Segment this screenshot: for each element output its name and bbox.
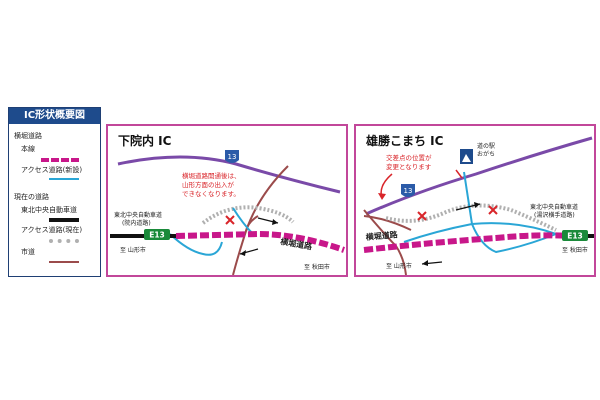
to-akita-label: 至 秋田市	[562, 246, 588, 254]
access-road-new-vertical	[463, 171, 473, 225]
route13-badge: 13	[401, 184, 415, 197]
panel-ogachi-komachi-ic: 13 道の駅 おがち 交差点の位置が 変更となります E13 横堀道路 東北中央…	[354, 124, 596, 277]
expressway-label-1: 東北中央自動車道	[530, 203, 578, 211]
note-line-2: 山形方面の出入が	[182, 180, 235, 189]
expressway-label-2: (院内道路)	[122, 219, 151, 227]
legend-item-city-road: 市道	[21, 248, 35, 256]
route13-badge: 13	[225, 150, 239, 163]
to-yamagata-label: 至 山形市	[386, 262, 412, 270]
e13-badge	[144, 229, 170, 240]
legend-item-access-current: アクセス道路(現在)	[21, 226, 83, 234]
note-line-2: 変更となります	[386, 162, 432, 171]
legend-item-access-new: アクセス道路(新設)	[21, 166, 83, 174]
expressway-label-1: 東北中央自動車道	[114, 211, 162, 219]
legend-swatch-mainline	[41, 158, 79, 162]
legend-section-new: 横堀道路	[14, 132, 42, 140]
legend: IC形状概要図 横堀道路 本線 アクセス道路(新設) 現在の道路 東北中央自動車…	[8, 107, 101, 277]
station-label-2: おがち	[477, 150, 495, 158]
closed-x-mark-1	[417, 211, 427, 221]
expressway-label-2: (湯沢横手道路)	[534, 211, 575, 219]
ogachi-komachi-map: 13 道の駅 おがち 交差点の位置が 変更となります E13 横堀道路 東北中央…	[363, 136, 594, 275]
note-line-1: 横堀道路開通後は、	[182, 171, 241, 180]
note-line-3: できなくなります。	[182, 190, 240, 198]
direction-arrow-west	[239, 248, 259, 256]
legend-swatch-city-road	[49, 261, 79, 263]
shimoinnai-map: 13 横堀道路開通後は、 山形方面の出入が できなくなります。 E13 東北中央…	[110, 150, 345, 275]
note-line-1: 交差点の位置が	[386, 153, 432, 162]
yokobori-road-label: 横堀道路	[365, 229, 399, 242]
to-akita-label: 至 秋田市	[304, 263, 330, 271]
to-yamagata-label: 至 山形市	[120, 246, 146, 254]
direction-arrow-east	[257, 217, 279, 225]
closed-x-mark	[225, 215, 235, 225]
legend-swatch-access-current	[49, 239, 79, 243]
e13-badge-label: E13	[149, 231, 165, 240]
city-road-spur	[245, 215, 259, 232]
legend-swatch-tohoku	[49, 218, 79, 222]
direction-arrow-east	[455, 202, 481, 211]
access-road-current	[201, 205, 295, 225]
station-label-1: 道の駅	[477, 142, 495, 150]
panel-title-shimoinnai: 下院内 IC	[118, 134, 172, 148]
direction-arrow-west	[421, 260, 443, 266]
access-road-new-2	[471, 223, 557, 254]
panel-title-ogachi-komachi: 雄勝こまち IC	[366, 134, 444, 148]
access-road-new-2	[169, 233, 223, 256]
mainline-yokobori	[363, 232, 572, 253]
route13-road	[365, 136, 593, 216]
panel-shimoinnai-ic: 13 横堀道路開通後は、 山形方面の出入が できなくなります。 E13 東北中央…	[106, 124, 348, 277]
e13-badge	[562, 230, 588, 241]
legend-item-mainline: 本線	[21, 145, 35, 153]
legend-swatch-access-new	[49, 178, 79, 180]
legend-title: IC形状概要図	[9, 108, 100, 124]
route13-badge-label: 13	[228, 153, 237, 161]
city-road-2	[363, 215, 412, 231]
legend-item-tohoku: 東北中央自動車道	[21, 206, 77, 214]
legend-section-existing: 現在の道路	[14, 193, 49, 201]
e13-badge-label: E13	[567, 232, 583, 241]
route13-badge-label: 13	[404, 187, 413, 195]
mainline-yokobori	[175, 230, 345, 253]
route13-road	[117, 155, 341, 194]
closed-x-mark-2	[488, 205, 498, 215]
